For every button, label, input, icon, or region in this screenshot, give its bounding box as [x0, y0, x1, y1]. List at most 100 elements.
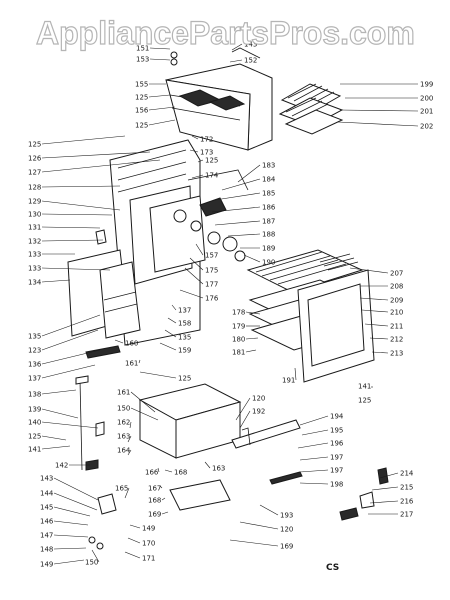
- leader-line: [114, 339, 124, 344]
- part-number-label: 200: [420, 95, 433, 103]
- leader-line: [149, 47, 171, 50]
- callout-165: 165: [115, 485, 130, 499]
- leader-line: [53, 547, 87, 550]
- part-number-label: 165: [115, 485, 128, 493]
- part-number-label: 181: [232, 349, 245, 357]
- leader-line: [245, 337, 259, 340]
- part-number-label: 172: [200, 136, 213, 144]
- callout-labels: 1511531551251561251431521721731992002012…: [28, 41, 433, 569]
- callout-146: 146: [40, 518, 89, 526]
- leader-line: [299, 456, 329, 461]
- leader-line: [259, 504, 279, 516]
- callout-198: 198: [299, 481, 343, 489]
- callout-164: 164: [117, 447, 132, 456]
- callout-149: 149: [129, 525, 155, 533]
- callout-216: 216: [369, 498, 414, 506]
- part-number-label: 176: [205, 295, 219, 303]
- callout-178: 178: [232, 309, 261, 317]
- part-number-label: 178: [232, 309, 245, 317]
- leader-line: [239, 521, 279, 530]
- part-number-label: 146: [40, 518, 54, 526]
- callout-191: 191: [282, 367, 297, 385]
- leader-line: [297, 442, 329, 449]
- callout-208: 208: [360, 283, 403, 291]
- leader-line: [243, 254, 261, 263]
- callout-125: 125: [197, 157, 218, 165]
- part-number-label: 212: [390, 336, 403, 344]
- leader-line: [129, 421, 132, 429]
- part-number-label: 134: [28, 279, 42, 287]
- left-side-panel: [67, 249, 141, 359]
- part-number-label: 199: [420, 81, 433, 89]
- callout-135: 135: [164, 329, 191, 342]
- leader-line: [221, 178, 261, 191]
- leader-line: [164, 329, 177, 338]
- part-number-label: 151: [136, 45, 149, 53]
- leader-line: [41, 151, 151, 159]
- callout-128: 128: [28, 184, 121, 192]
- leader-line: [214, 192, 261, 201]
- leader-line: [189, 149, 199, 153]
- part-number-label: 161: [125, 360, 138, 368]
- callout-140: 140: [28, 419, 99, 429]
- leader-line: [41, 435, 67, 441]
- part-number-label: 208: [390, 283, 403, 291]
- leader-line: [294, 367, 297, 381]
- part-number-label: 214: [400, 470, 414, 478]
- part-number-label: 128: [28, 184, 41, 192]
- leader-line: [139, 371, 177, 379]
- leader-line: [41, 349, 101, 365]
- callout-197: 197: [299, 467, 343, 475]
- callout-135: 135: [28, 314, 101, 341]
- part-number-label: 156: [135, 107, 149, 115]
- callout-183: 183: [237, 162, 275, 183]
- part-number-label: 125: [28, 433, 41, 441]
- part-number-label: 167: [148, 485, 161, 493]
- storage-drawer: [138, 383, 303, 511]
- part-number-label: 171: [142, 555, 155, 563]
- callout-120: 120: [239, 521, 293, 534]
- part-number-label: 174: [205, 172, 219, 180]
- part-number-label: 202: [420, 123, 433, 131]
- part-number-label: 186: [262, 204, 276, 212]
- callout-195: 195: [301, 427, 343, 436]
- part-number-label: 141: [358, 383, 371, 391]
- callout-125: 125: [28, 135, 126, 149]
- callout-123: 123: [28, 329, 99, 355]
- part-number-label: 164: [117, 447, 131, 455]
- callout-167: 167: [148, 485, 163, 493]
- callout-136: 136: [28, 349, 101, 369]
- part-number-label: 137: [28, 375, 41, 383]
- callout-168: 168: [148, 497, 166, 505]
- parts-drawing: [67, 47, 389, 550]
- leader-line: [53, 492, 98, 511]
- leader-line: [124, 551, 141, 559]
- part-number-label: 169: [148, 511, 161, 519]
- callout-202: 202: [337, 121, 433, 131]
- callout-172: 172: [191, 136, 213, 144]
- leader-line: [235, 397, 251, 421]
- callout-180: 180: [232, 336, 259, 344]
- leader-line: [364, 323, 389, 327]
- part-number-label: 217: [400, 511, 413, 519]
- callout-142: 142: [55, 462, 90, 470]
- leader-line: [184, 267, 204, 285]
- callout-211: 211: [364, 323, 403, 331]
- callout-125: 125: [358, 397, 371, 405]
- part-number-label: 163: [117, 433, 130, 441]
- callout-125: 125: [135, 94, 171, 102]
- part-number-label: 152: [244, 57, 257, 65]
- leader-line: [41, 364, 96, 379]
- callout-134: 134: [28, 279, 71, 287]
- leader-line: [148, 94, 171, 98]
- part-number-label: 139: [28, 406, 41, 414]
- callout-181: 181: [232, 349, 257, 357]
- part-number-label: 162: [117, 419, 130, 427]
- leader-line: [371, 486, 399, 491]
- callout-214: 214: [379, 470, 414, 479]
- callout-168: 168: [164, 469, 187, 477]
- callout-213: 213: [371, 350, 403, 358]
- part-number-label: 175: [205, 267, 218, 275]
- leader-line: [245, 311, 261, 315]
- part-number-label: 195: [330, 427, 343, 435]
